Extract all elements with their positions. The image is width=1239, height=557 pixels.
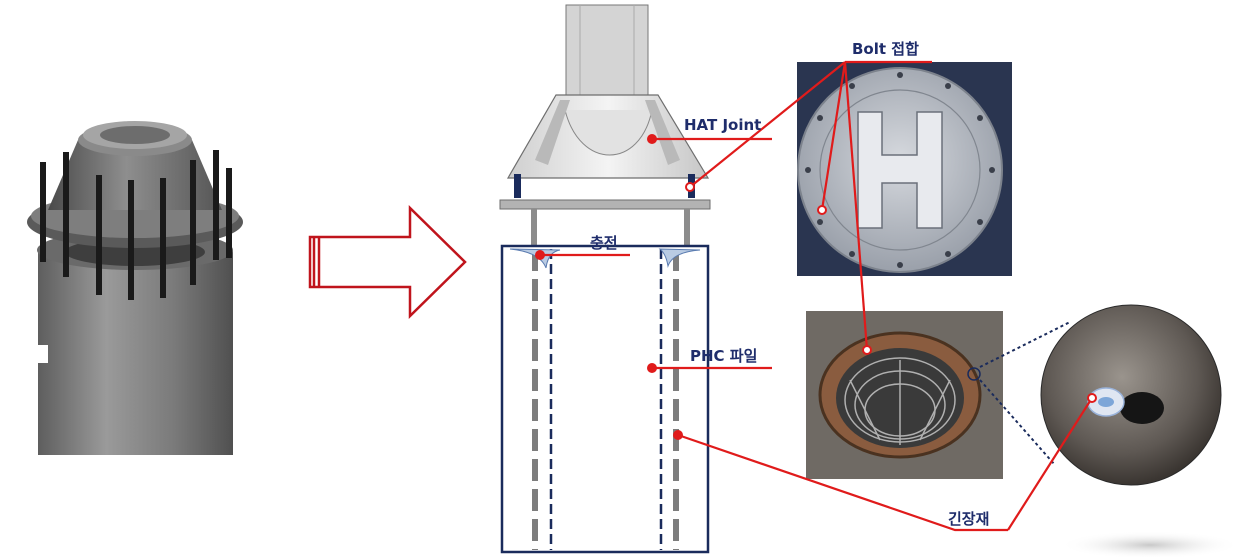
hat-joint-drawing xyxy=(499,4,711,249)
label-hat-joint: HAT Joint xyxy=(684,116,762,134)
pile-3d-model xyxy=(27,121,243,455)
cap-cone xyxy=(48,140,222,210)
anchor-rods xyxy=(40,150,232,300)
pile-body xyxy=(38,250,233,455)
base-plate xyxy=(499,199,711,210)
leader-lines xyxy=(540,60,1093,532)
hollow-arrow-icon xyxy=(308,205,467,319)
leader-dots xyxy=(685,182,1097,403)
label-fill: 충전 xyxy=(590,234,618,252)
h-plate-photo xyxy=(797,62,1012,276)
label-bolt-joint: Bolt 접합 xyxy=(852,40,919,58)
phc-pile-section xyxy=(500,244,710,554)
magnified-detail xyxy=(979,304,1239,557)
rebar-cage-photo xyxy=(806,311,1003,479)
label-tendon: 긴장재 xyxy=(948,510,990,528)
leader-dots-solid xyxy=(535,134,683,440)
label-phc-pile: PHC 파일 xyxy=(690,347,758,365)
